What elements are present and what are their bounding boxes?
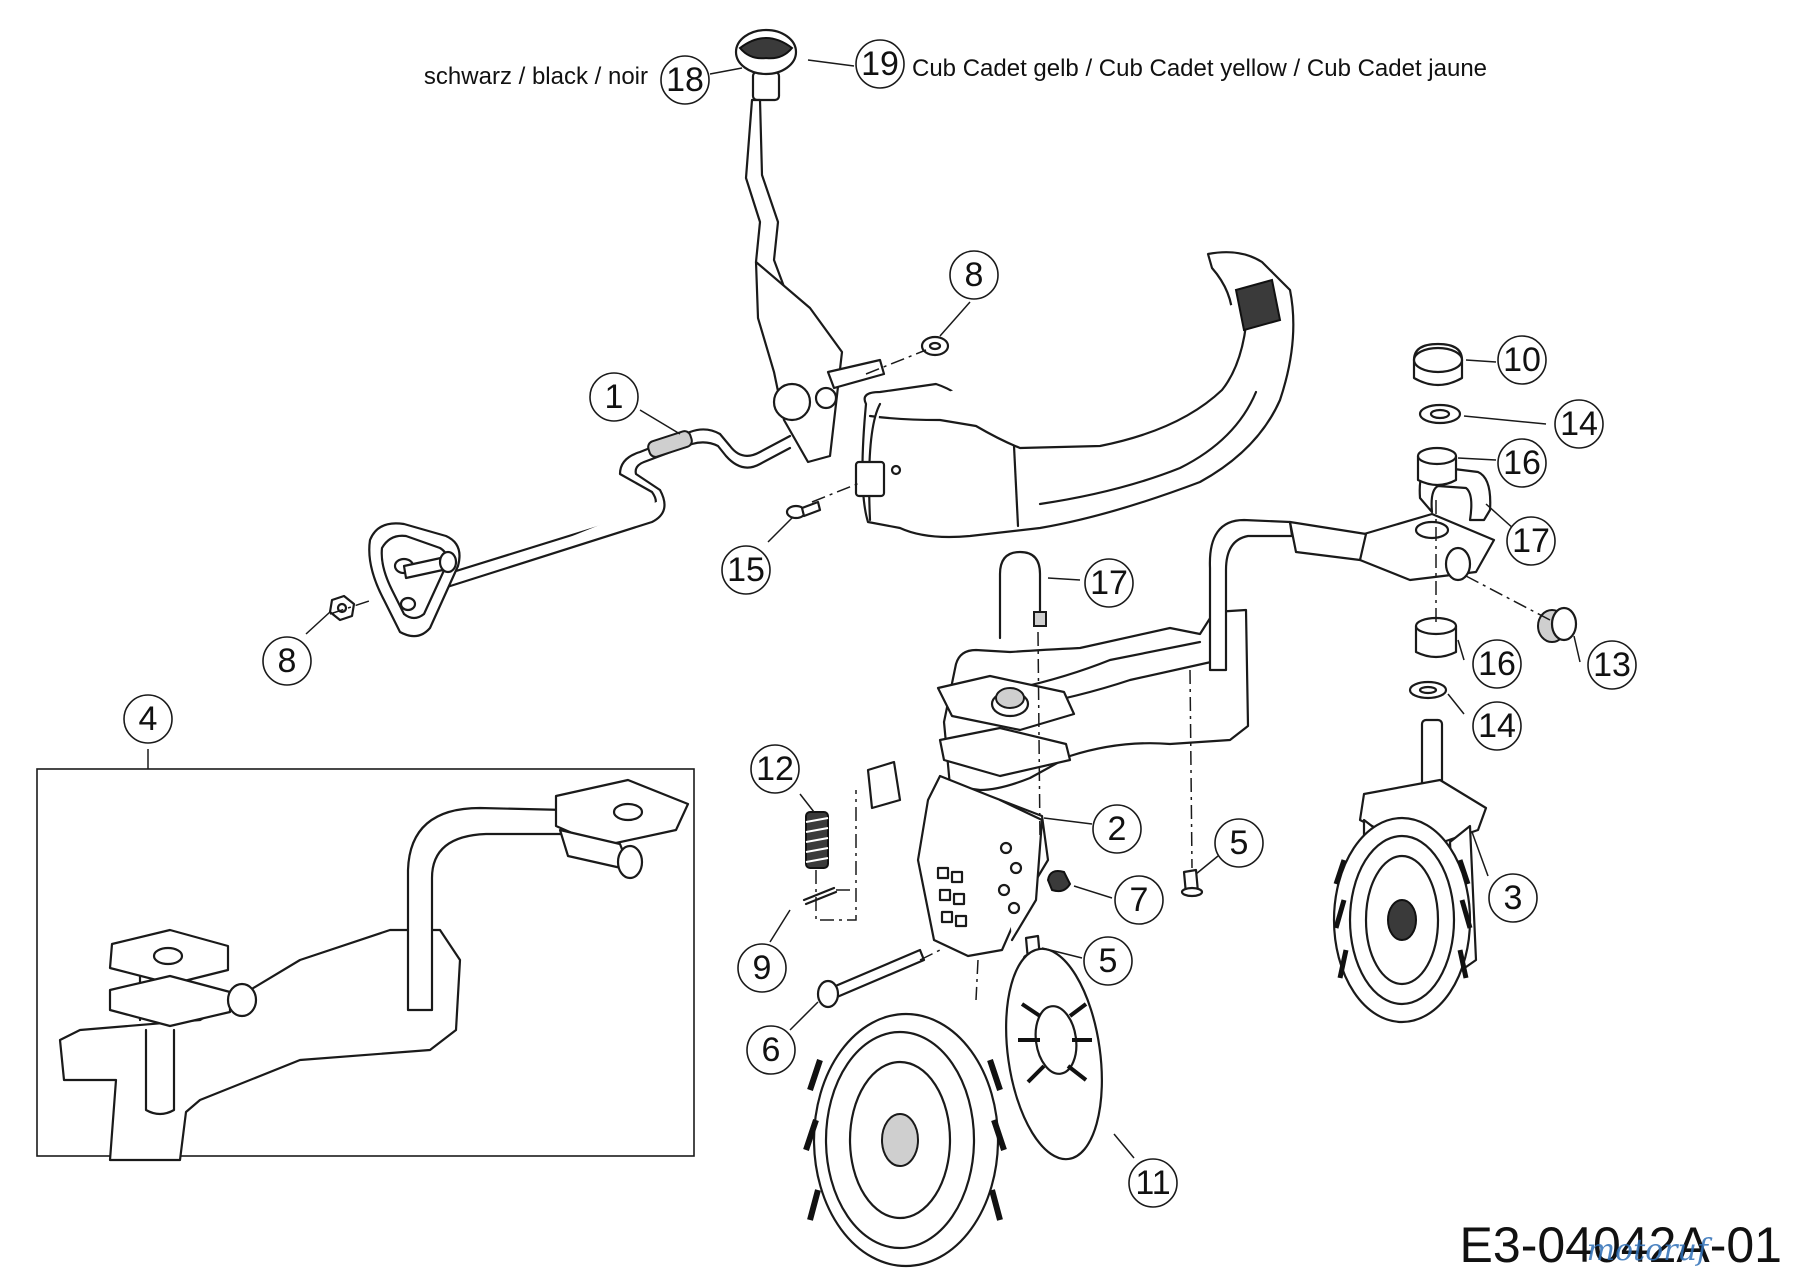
svg-text:7: 7: [1130, 881, 1149, 919]
flange-plate-part: [866, 760, 1023, 928]
callout-16-lower: 16: [1472, 639, 1522, 689]
callout-16-upper: 16: [1497, 438, 1547, 488]
washer-part: [1408, 403, 1462, 700]
color-note-black: schwarz / black / noir: [424, 63, 648, 90]
svg-text:11: 11: [1135, 1164, 1170, 1202]
svg-text:19: 19: [861, 45, 899, 83]
axle-rod-part: [438, 428, 792, 590]
svg-text:15: 15: [727, 551, 765, 589]
svg-text:5: 5: [1099, 942, 1118, 980]
callout-9: 9: [737, 943, 787, 993]
plug-part: [1537, 606, 1578, 643]
bearing-plate-part: [368, 522, 461, 638]
svg-text:2: 2: [1108, 810, 1127, 848]
callout-10: 10: [1497, 335, 1547, 385]
knob-part: [734, 28, 798, 102]
callout-5-lower: 5: [1083, 936, 1133, 986]
inset-frame: [36, 768, 695, 1157]
svg-text:17: 17: [1512, 522, 1550, 560]
callout-14-lower: 14: [1472, 701, 1522, 751]
svg-text:8: 8: [278, 642, 297, 680]
callout-14-upper: 14: [1554, 399, 1604, 449]
color-note-yellow: Cub Cadet gelb / Cub Cadet yellow / Cub …: [912, 55, 1487, 82]
leader-lines: [147, 59, 1581, 1159]
callout-15: 15: [721, 545, 771, 595]
callout-1: 1: [589, 372, 639, 422]
callout-8-lower: 8: [262, 636, 312, 686]
drawing-reference: E3-04042A-01: [1460, 1217, 1782, 1272]
assembly-lines: [329, 349, 1551, 1001]
callout-4: 4: [123, 694, 173, 744]
svg-text:10: 10: [1503, 341, 1541, 379]
callout-2: 2: [1092, 804, 1142, 854]
svg-text:16: 16: [1478, 645, 1516, 683]
svg-text:12: 12: [756, 750, 794, 788]
svg-text:1: 1: [605, 378, 624, 416]
svg-text:13: 13: [1593, 646, 1631, 684]
callout-12: 12: [750, 744, 800, 794]
callout-11: 11: [1128, 1158, 1178, 1208]
callout-17-upper: 17: [1506, 516, 1556, 566]
callout-5-upper: 5: [1214, 818, 1264, 868]
svg-text:3: 3: [1504, 879, 1523, 917]
svg-text:16: 16: [1503, 444, 1541, 482]
front-cover-part: [854, 251, 1295, 539]
svg-text:14: 14: [1560, 405, 1598, 443]
callout-18: 18: [660, 55, 710, 105]
watermark-logo: motoruf: [1587, 1233, 1713, 1268]
callout-3: 3: [1488, 873, 1538, 923]
front-wheel-part: [803, 1012, 1007, 1268]
callout-7: 7: [1114, 875, 1164, 925]
bushing-part: [1414, 446, 1458, 659]
svg-text:4: 4: [139, 700, 158, 738]
u-pin-part: [998, 550, 1047, 640]
hubcap-part: [1005, 947, 1103, 1161]
axle-bolt-part: [816, 948, 926, 1009]
svg-text:6: 6: [762, 1031, 781, 1069]
cap-part: [1412, 342, 1464, 387]
inset-frame-assembly: [58, 778, 690, 1162]
callout-17-lower: 17: [1084, 558, 1134, 608]
svg-text:14: 14: [1478, 707, 1516, 745]
svg-text:5: 5: [1230, 824, 1249, 862]
screw-part: [785, 500, 822, 520]
pivot-bracket-part: [1288, 464, 1496, 582]
spring-part: [805, 811, 829, 869]
svg-text:18: 18: [666, 61, 704, 99]
height-lever-part: [744, 98, 886, 464]
callout-19: 19: [855, 39, 905, 89]
caster-part: [1332, 718, 1488, 1024]
callout-8-upper: 8: [949, 250, 999, 300]
callout-6: 6: [746, 1025, 796, 1075]
cotter-pin-part: [802, 886, 838, 906]
svg-text:17: 17: [1090, 564, 1128, 602]
svg-text:8: 8: [965, 256, 984, 294]
clip-part: [1046, 870, 1072, 893]
svg-text:9: 9: [753, 949, 772, 987]
callout-13: 13: [1587, 640, 1637, 690]
